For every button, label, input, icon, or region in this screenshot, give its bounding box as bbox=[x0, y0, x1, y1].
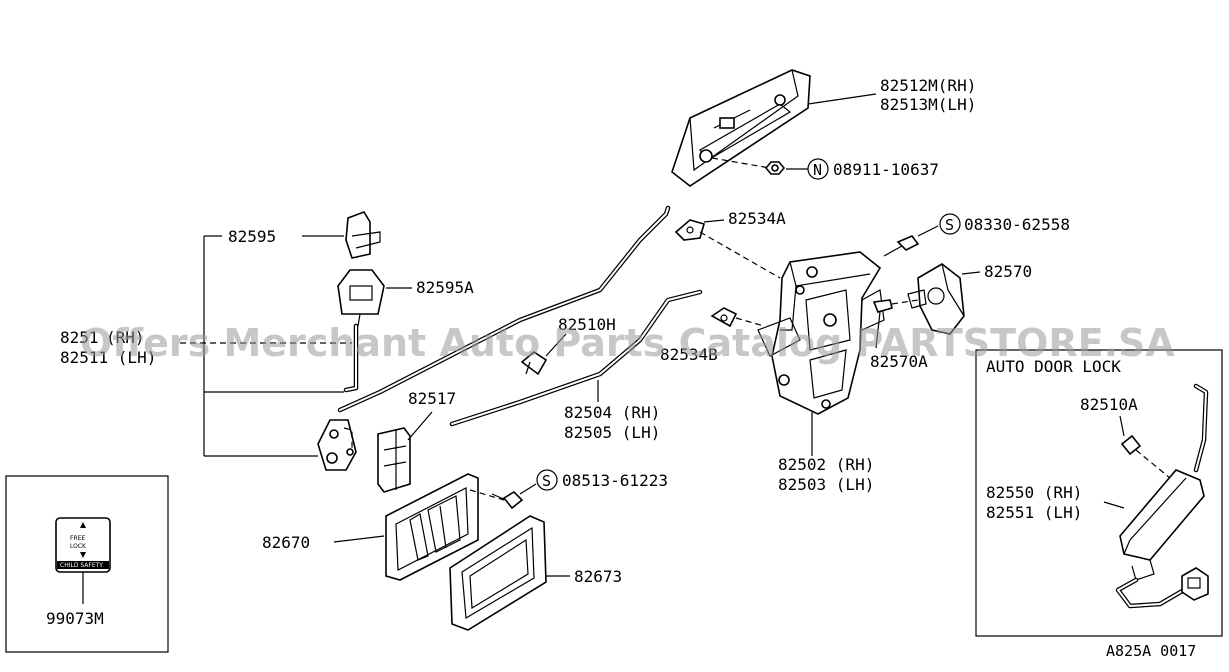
label-08330: 08330-62558 bbox=[964, 215, 1070, 234]
bracket-82570-part bbox=[907, 263, 965, 335]
label-82503: 82503 (LH) bbox=[778, 475, 874, 494]
screw-08513-part bbox=[491, 490, 524, 510]
auto-door-lock-title: AUTO DOOR LOCK bbox=[986, 357, 1121, 376]
label-82673: 82673 bbox=[574, 567, 622, 586]
label-8251-suffix: (RH) bbox=[106, 328, 145, 347]
screw-b-prefix: S bbox=[542, 472, 551, 490]
door-lock-assembly-part bbox=[757, 251, 885, 415]
label-82512m: 82512M(RH) bbox=[880, 76, 976, 95]
label-08513: 08513-61223 bbox=[562, 471, 668, 490]
label-82511: 82511 (LH) bbox=[60, 348, 156, 367]
diagram-code: A825A 0017 bbox=[1106, 642, 1196, 660]
nut-prefix: N bbox=[813, 161, 822, 179]
clip-82510h-part bbox=[520, 351, 548, 376]
label-82510a: 82510A bbox=[1080, 395, 1138, 414]
label-82551: 82551 (LH) bbox=[986, 503, 1082, 522]
free-lock-sticker: FREE LOCK CHILD SAFETY bbox=[55, 517, 111, 573]
label-82670: 82670 bbox=[262, 533, 310, 552]
escutcheon-82673-part bbox=[449, 515, 547, 631]
label-82502: 82502 (RH) bbox=[778, 455, 874, 474]
label-82595: 82595 bbox=[228, 227, 276, 246]
outer-handle-part bbox=[671, 69, 811, 187]
screw-a-prefix: S bbox=[945, 216, 954, 234]
nut-part bbox=[764, 161, 786, 175]
label-82513m: 82513M(LH) bbox=[880, 95, 976, 114]
screw-a-prefix-circle bbox=[939, 213, 961, 235]
label-82534a: 82534A bbox=[728, 209, 786, 228]
screw-b-prefix-circle bbox=[536, 469, 558, 491]
label-82570a: 82570A bbox=[870, 352, 928, 371]
lever-82517-part bbox=[377, 427, 411, 493]
knob-82595-part bbox=[345, 211, 381, 259]
clip-82534b-part bbox=[710, 307, 738, 328]
label-82510h: 82510H bbox=[558, 315, 616, 334]
lever-plate-part bbox=[317, 419, 357, 471]
auto-door-lock-box bbox=[975, 349, 1223, 637]
knob-82595a-part bbox=[337, 269, 385, 327]
rod-lower bbox=[449, 289, 703, 427]
sticker-bottom: CHILD SAFETY bbox=[60, 562, 103, 569]
label-inset-box bbox=[5, 475, 169, 653]
sticker-line1: FREE bbox=[70, 535, 85, 542]
label-82505: 82505 (LH) bbox=[564, 423, 660, 442]
actuator-82550-part bbox=[1115, 383, 1209, 609]
label-82517: 82517 bbox=[408, 389, 456, 408]
clip-82534a-part bbox=[674, 219, 705, 241]
screw-82570a-part bbox=[872, 299, 893, 313]
sticker-line2: LOCK bbox=[70, 543, 87, 550]
label-82504: 82504 (RH) bbox=[564, 403, 660, 422]
label-82570: 82570 bbox=[984, 262, 1032, 281]
label-82550: 82550 (RH) bbox=[986, 483, 1082, 502]
label-08911: 08911-10637 bbox=[833, 160, 939, 179]
left-leader-bracket bbox=[180, 235, 352, 457]
auto-screw-part bbox=[1120, 434, 1142, 456]
label-82595a: 82595A bbox=[416, 278, 474, 297]
nut-prefix-circle bbox=[807, 158, 829, 180]
watermark-text: Offers Merchant Auto Parts Catalog PARTS… bbox=[80, 321, 1175, 365]
rod-left-vertical bbox=[343, 323, 359, 393]
label-8251: 8251 bbox=[60, 328, 99, 347]
screw-08330-part bbox=[883, 235, 920, 257]
rod-upper bbox=[337, 205, 671, 413]
inner-handle-82670-part bbox=[385, 473, 479, 581]
label-82534b: 82534B bbox=[660, 345, 718, 364]
label-99073m: 99073M bbox=[46, 609, 104, 628]
